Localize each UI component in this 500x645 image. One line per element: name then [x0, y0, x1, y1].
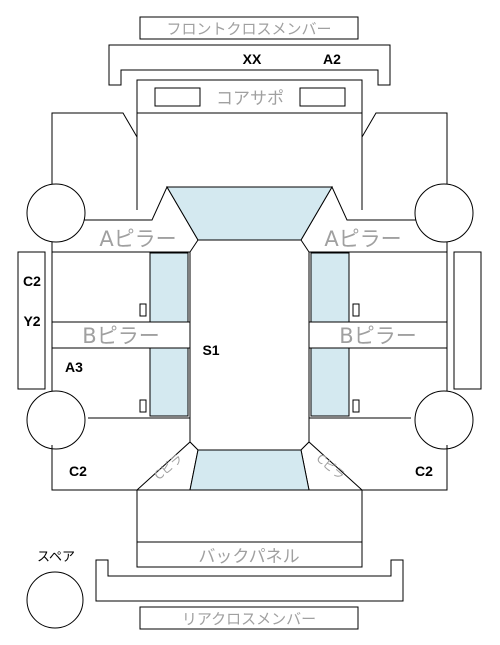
front-left-wheel	[26, 183, 86, 243]
core-support-label: コアサポ	[216, 89, 284, 109]
mark-rear-left: C2	[69, 463, 87, 479]
mark-front-right: A2	[323, 51, 341, 67]
spare-wheel	[26, 571, 84, 629]
rear-bumper-outline	[95, 559, 404, 602]
front-bumper-outline	[108, 44, 391, 86]
a-pillar-right-label: Aピラー	[324, 227, 401, 251]
core-support: コアサポ	[136, 79, 363, 114]
rear-window	[189, 449, 310, 491]
back-panel-label: バックパネル	[198, 547, 299, 567]
hood-outline	[136, 113, 363, 210]
left-rear-door-handle	[139, 399, 147, 413]
mark-left-mid: A3	[65, 359, 83, 375]
trunk-lid	[136, 489, 363, 543]
left-front-door-handle	[139, 303, 147, 317]
front-cross-member: フロントクロスメンバー	[139, 16, 359, 40]
mark-left-rail-top: C2	[23, 273, 41, 289]
spare-label: スペア	[37, 550, 75, 565]
rear-right-quarter	[362, 445, 448, 491]
back-panel: バックパネル	[136, 541, 363, 568]
left-side-rail	[17, 251, 46, 390]
mark-left-rail-mid: Y2	[23, 313, 40, 329]
rear-cross-member: リアクロスメンバー	[139, 606, 359, 630]
front-cross-member-label: フロントクロスメンバー	[166, 20, 331, 38]
front-left-fender	[51, 112, 138, 212]
front-right-fender	[361, 112, 448, 212]
rear-left-wheel	[26, 390, 86, 450]
front-right-wheel	[414, 183, 474, 243]
right-front-door-handle	[352, 303, 360, 317]
rear-cross-member-label: リアクロスメンバー	[182, 610, 316, 628]
b-pillar-left	[51, 321, 191, 349]
mark-roof: S1	[202, 342, 219, 358]
right-rear-door-handle	[352, 399, 360, 413]
a-pillar-left-label: Aピラー	[99, 227, 176, 251]
mark-front-left: XX	[243, 51, 262, 67]
right-side-rail	[453, 251, 482, 390]
spare-tire: スペア	[26, 550, 84, 629]
b-pillar-left-label: Bピラー	[82, 324, 159, 348]
b-pillar-right-label: Bピラー	[339, 324, 416, 348]
rear-right-wheel	[414, 390, 474, 450]
mark-rear-right: C2	[415, 463, 433, 479]
rear-left-quarter	[51, 445, 137, 491]
